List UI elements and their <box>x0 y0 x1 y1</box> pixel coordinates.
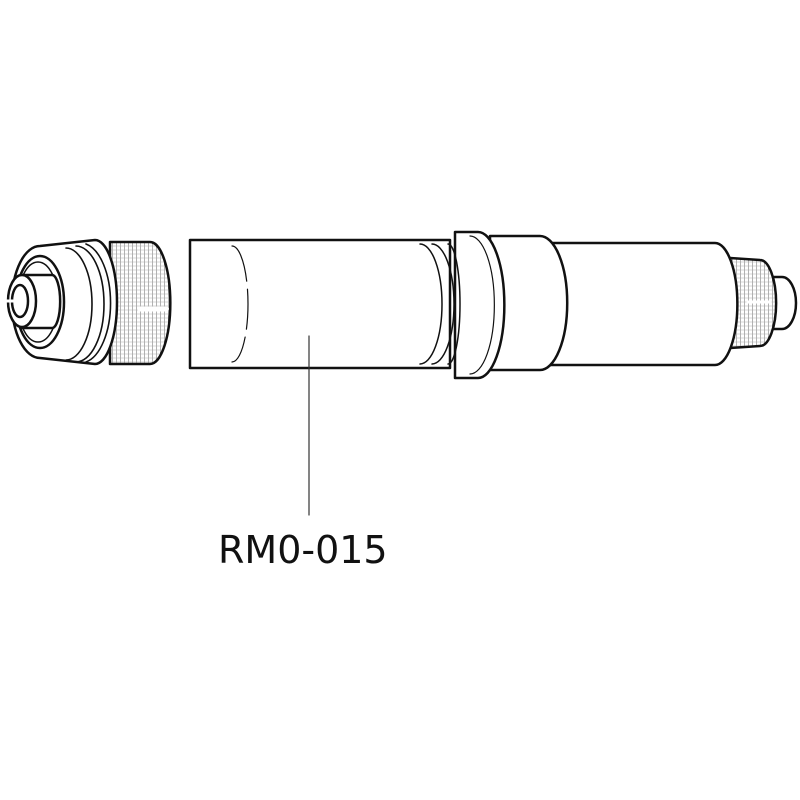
collar <box>488 234 569 372</box>
axle-main-tube <box>188 238 461 370</box>
flange-ring <box>453 230 506 380</box>
right-thread <box>728 256 778 350</box>
left-pin <box>4 273 62 330</box>
part-number-label: RM0-015 <box>218 528 388 572</box>
right-tube <box>543 241 739 367</box>
left-thread <box>108 240 172 366</box>
